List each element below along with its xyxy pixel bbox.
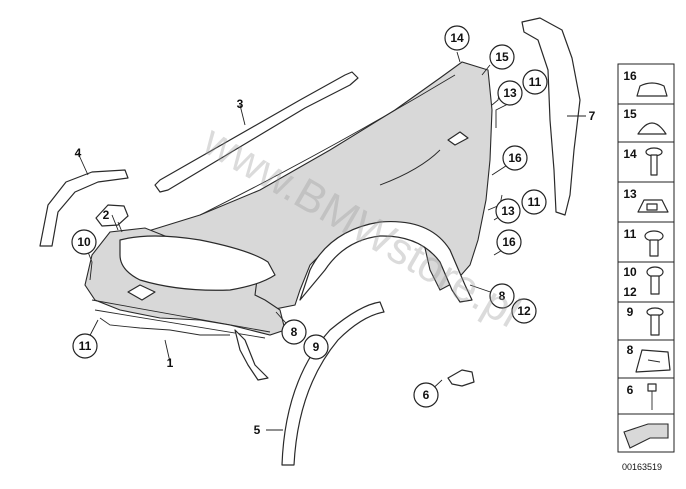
- catalog-code: 00163519: [622, 462, 662, 472]
- callout-11-mid: 11: [521, 189, 547, 215]
- callout-14: 14: [444, 25, 470, 51]
- panel-label-10: 10: [623, 265, 637, 279]
- panel-label-12: 12: [623, 285, 637, 299]
- hardware-panel: 16 15 14 13 11 10 12 9 8 6: [617, 63, 675, 453]
- bracket-6: [447, 369, 475, 387]
- svg-text:12: 12: [517, 304, 531, 318]
- callout-10: 10: [71, 229, 97, 255]
- callout-6: 6: [413, 382, 439, 408]
- svg-text:13: 13: [503, 86, 517, 100]
- callout-12: 12: [511, 298, 537, 324]
- bracket-4: [39, 169, 129, 247]
- callout-16-lower: 16: [496, 229, 522, 255]
- panel-label-8: 8: [627, 343, 634, 357]
- panel-label-6: 6: [627, 383, 634, 397]
- front-structure: [84, 227, 286, 381]
- svg-text:11: 11: [79, 339, 92, 353]
- label-3: 3: [237, 97, 244, 111]
- panel-label-9: 9: [627, 305, 634, 319]
- seal-7: [521, 17, 581, 216]
- callout-9: 9: [303, 334, 329, 360]
- callout-11-left: 11: [72, 333, 98, 359]
- label-4: 4: [75, 146, 82, 160]
- callout-13-upper: 13: [497, 80, 523, 106]
- callout-13-lower: 13: [495, 198, 521, 224]
- panel-label-11: 11: [624, 227, 637, 241]
- svg-text:8: 8: [499, 289, 506, 303]
- callout-16-upper: 16: [502, 145, 528, 171]
- panel-label-14: 14: [623, 147, 637, 161]
- cover-cap: [95, 204, 129, 233]
- panel-label-16: 16: [623, 69, 637, 83]
- svg-text:15: 15: [495, 50, 509, 64]
- svg-text:11: 11: [529, 75, 542, 89]
- wheel-arch-liner: [299, 220, 473, 303]
- label-2: 2: [103, 208, 110, 222]
- svg-text:10: 10: [77, 235, 91, 249]
- callout-8-center: 8: [281, 319, 307, 345]
- svg-text:8: 8: [291, 325, 298, 339]
- label-1: 1: [167, 356, 174, 370]
- panel-label-13: 13: [623, 187, 637, 201]
- arch-trim: [281, 301, 385, 466]
- label-7: 7: [589, 109, 596, 123]
- svg-text:14: 14: [450, 31, 464, 45]
- svg-text:16: 16: [508, 151, 522, 165]
- trim-strip: [154, 71, 359, 193]
- svg-text:6: 6: [423, 388, 430, 402]
- callout-15: 15: [489, 44, 515, 70]
- svg-text:16: 16: [502, 235, 516, 249]
- callout-8-right: 8: [489, 283, 515, 309]
- callout-11-upper: 11: [522, 69, 548, 95]
- label-5: 5: [254, 423, 261, 437]
- svg-text:13: 13: [501, 204, 515, 218]
- svg-text:11: 11: [528, 195, 541, 209]
- panel-label-15: 15: [623, 107, 637, 121]
- svg-text:9: 9: [313, 340, 320, 354]
